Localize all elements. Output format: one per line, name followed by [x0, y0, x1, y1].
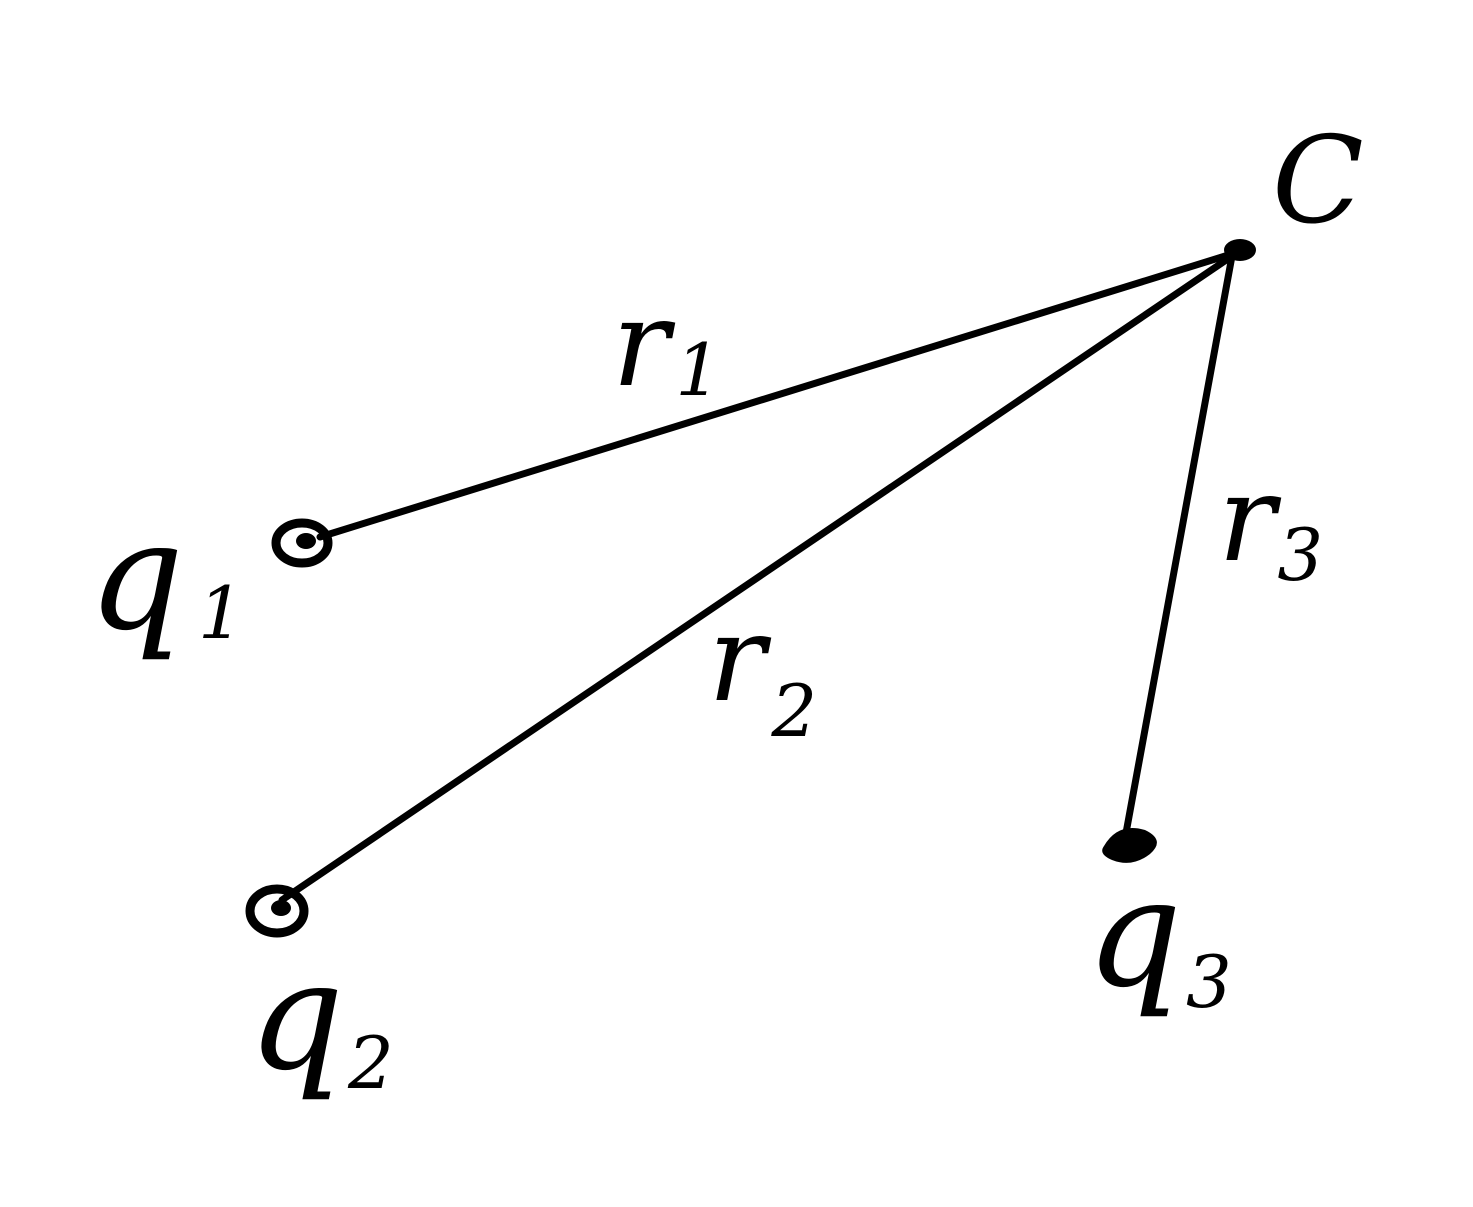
charge-q3-marker [1102, 828, 1157, 863]
line-r3 [1122, 252, 1236, 837]
charge-q3-letter: q [1086, 847, 1182, 1021]
distance-r1-label: r1 [612, 275, 721, 414]
distance-r2-subscript: 2 [770, 669, 817, 753]
line-r2 [278, 248, 1242, 904]
distance-r3-subscript: 3 [1277, 513, 1323, 597]
point-c-dot [1224, 239, 1256, 261]
distance-r1-letter: r [612, 275, 676, 414]
charge-q1-subscript: 1 [198, 571, 244, 655]
distance-r2-label: r2 [708, 590, 817, 753]
distance-r3-letter: r [1218, 450, 1282, 589]
distance-r1-subscript: 1 [675, 328, 721, 412]
charge-q2-marker [245, 884, 309, 938]
charge-q2-subscript: 2 [347, 1021, 394, 1105]
line-r1 [316, 248, 1242, 541]
charge-q1-letter: q [88, 490, 184, 664]
distance-r3-label: r3 [1218, 450, 1323, 597]
distance-r2-letter: r [708, 590, 772, 729]
charge-q3-label: q3 [1086, 847, 1232, 1024]
charge-q1-marker [271, 518, 333, 568]
charge-q2-letter: q [248, 930, 344, 1104]
charge-q2-label: q2 [248, 930, 394, 1105]
point-c-label: C [1272, 112, 1364, 251]
charge-q3-subscript: 3 [1186, 940, 1232, 1024]
